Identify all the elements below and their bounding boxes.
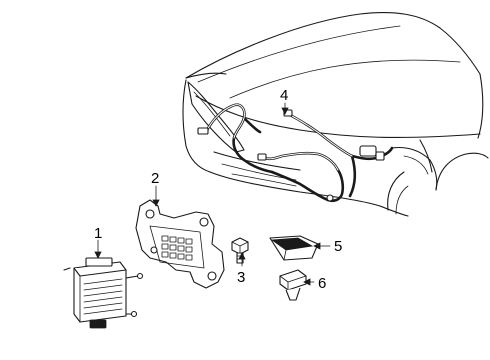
callout-4: 4	[280, 87, 288, 104]
callout-6: 6	[318, 275, 326, 292]
leader-lines	[94, 102, 331, 286]
retainer-clip	[279, 269, 307, 301]
callout-3: 3	[237, 269, 245, 286]
mounting-bracket	[135, 199, 225, 289]
sensor-cover	[269, 235, 319, 261]
vehicle-front-outline	[182, 12, 489, 217]
wiring-harness	[197, 103, 394, 203]
radar-module	[63, 257, 144, 329]
callout-5: 5	[334, 238, 342, 255]
callout-1: 1	[94, 225, 102, 242]
callout-2: 2	[151, 170, 159, 187]
